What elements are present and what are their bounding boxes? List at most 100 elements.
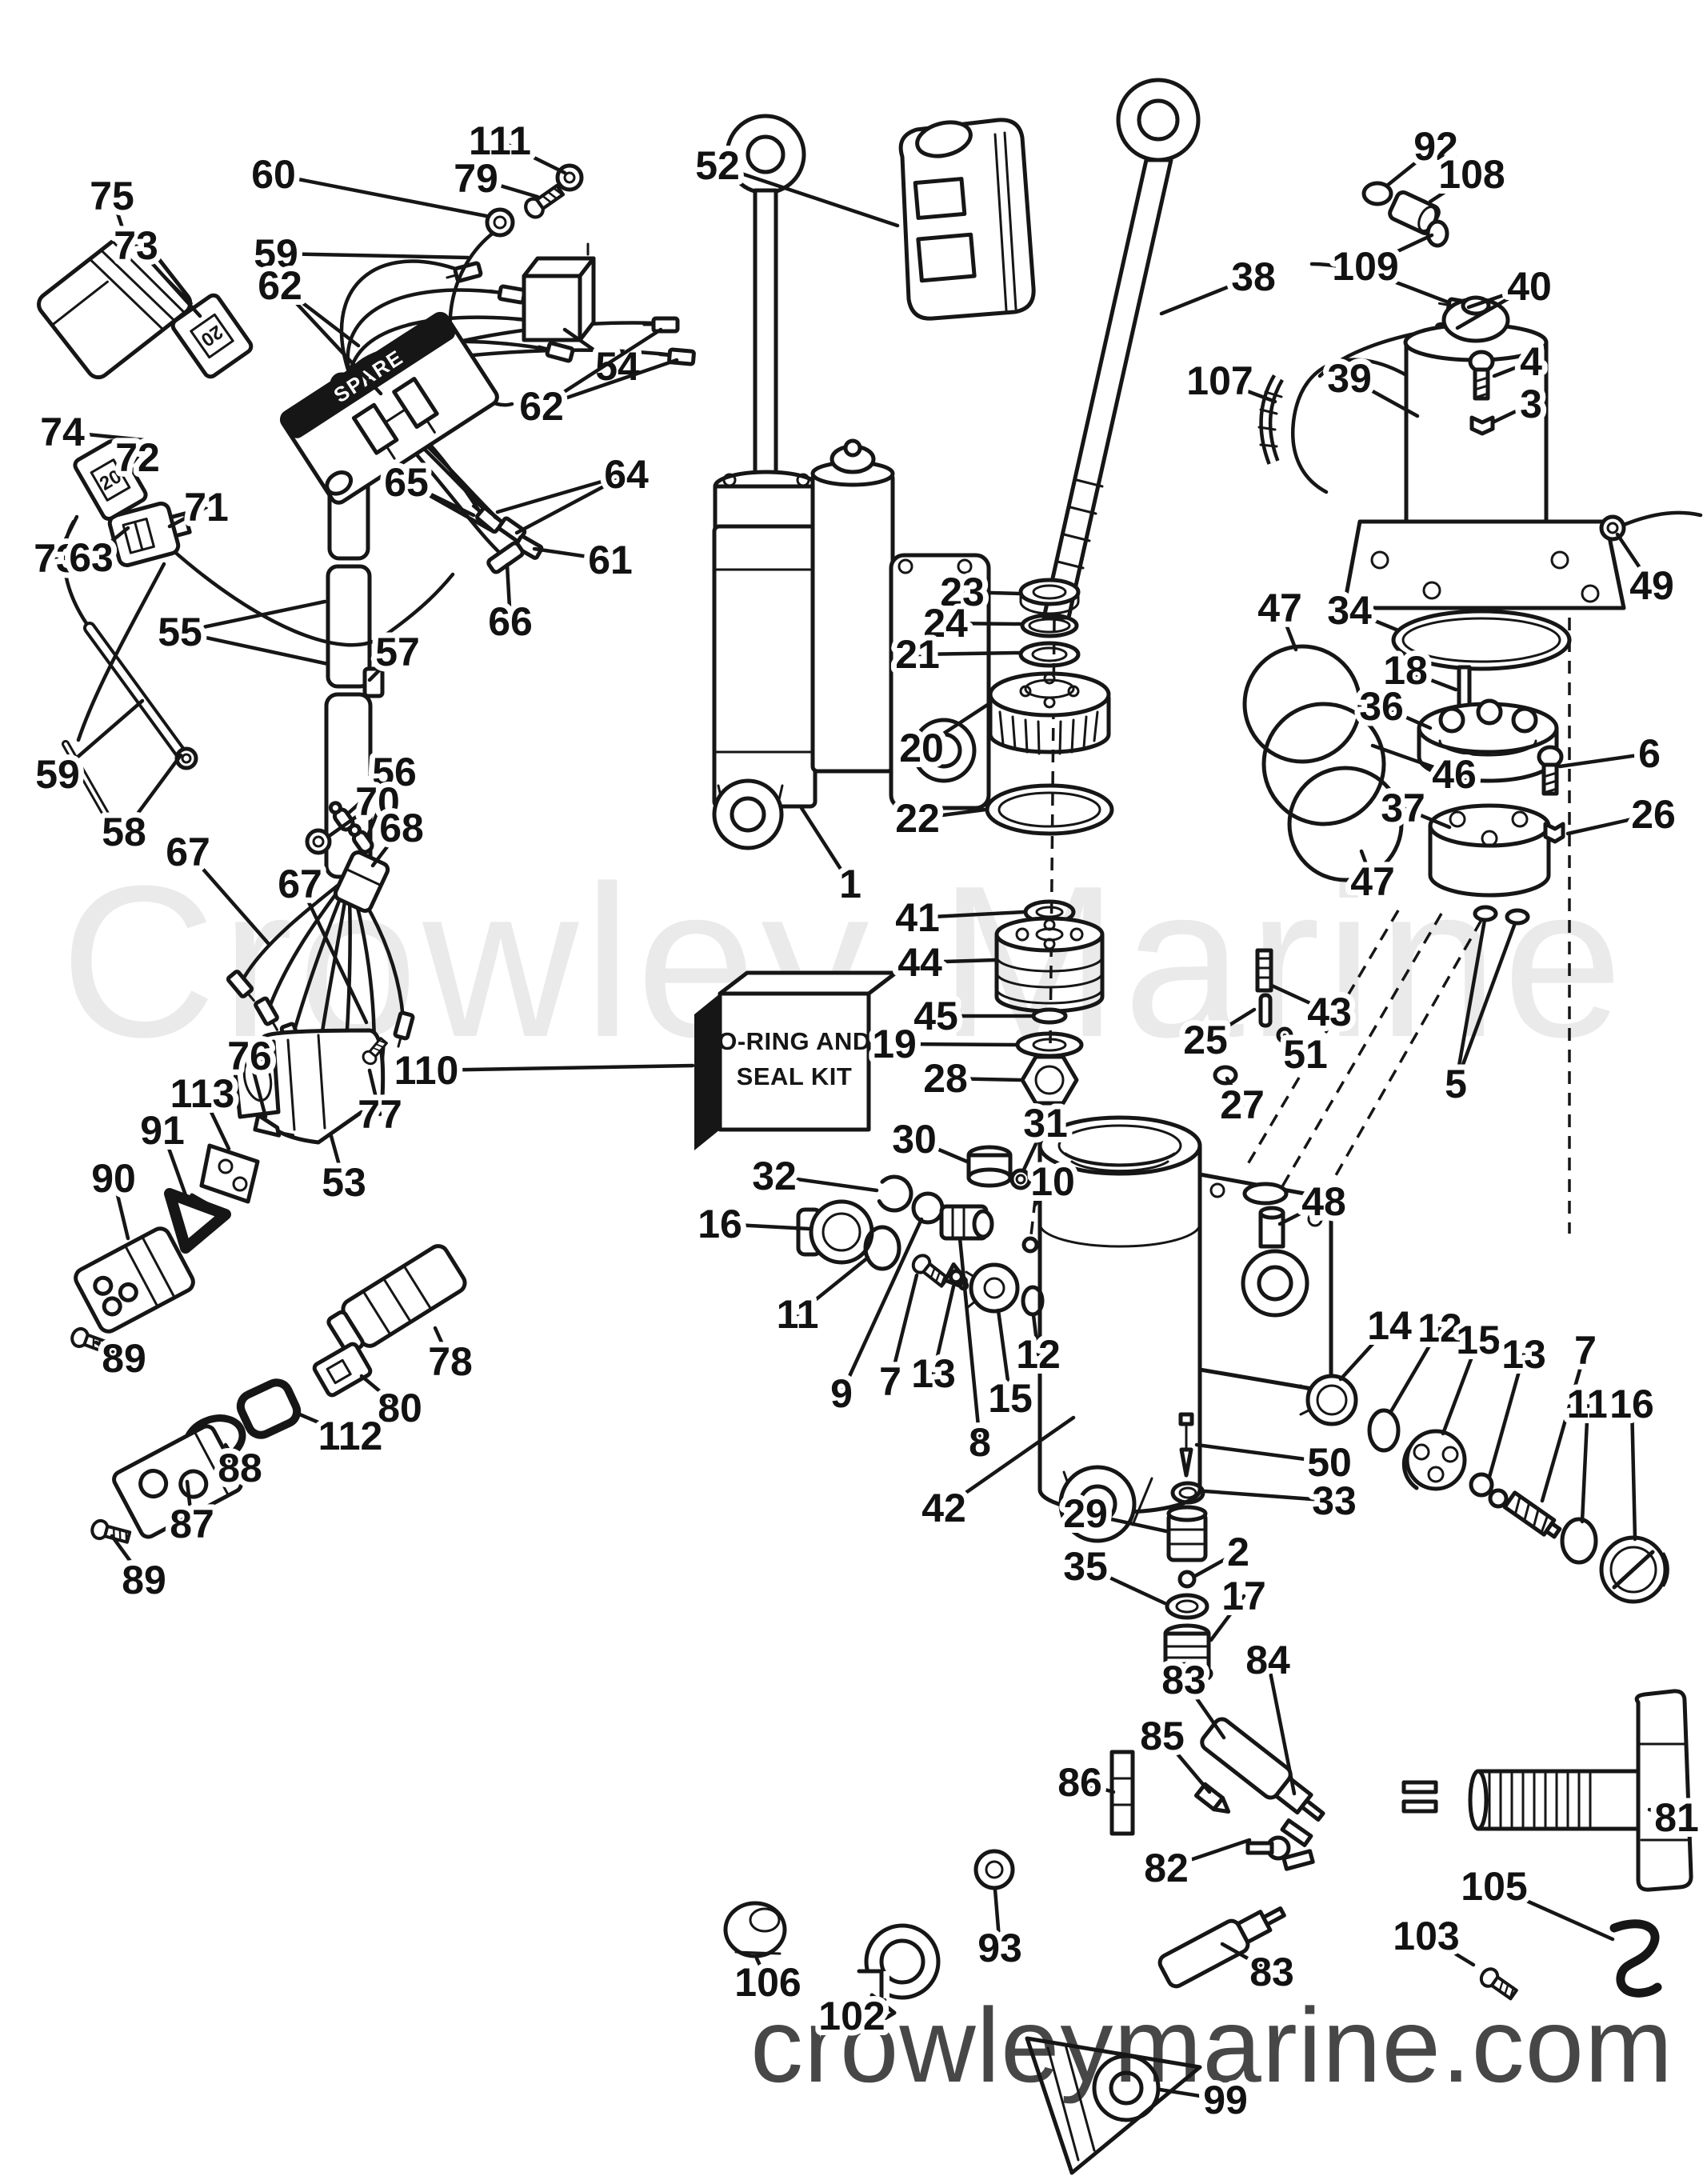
- part-callout-39: 39: [1327, 356, 1372, 401]
- part-callout-19: 19: [872, 1022, 917, 1066]
- part-callout-11: 11: [777, 1292, 819, 1337]
- part-callout-77: 77: [358, 1092, 402, 1137]
- trim-tilt-unit-1: [712, 114, 991, 850]
- part-callout-13: 13: [1501, 1332, 1546, 1377]
- part-callout-112: 112: [318, 1414, 383, 1458]
- callout-leader-7: [1540, 1348, 1588, 1503]
- part-callout-28: 28: [923, 1056, 968, 1101]
- callout-leader-68: [370, 826, 404, 868]
- o-ring-93: [973, 1849, 1015, 1890]
- callout-leader-32: [772, 1174, 879, 1193]
- callout-leader-41: [915, 910, 1026, 920]
- tilt-tube-81: [1401, 1689, 1693, 1892]
- part-callout-89: 89: [122, 1558, 166, 1602]
- callout-leader-25: [1203, 1007, 1257, 1042]
- callout-leader-5: [1453, 918, 1487, 1086]
- part-callout-24: 24: [923, 601, 968, 646]
- connector-71: [107, 502, 192, 567]
- part-callout-62: 62: [519, 384, 564, 429]
- callout-leader-109: [1363, 233, 1434, 269]
- o-ring-11-left: [863, 1225, 901, 1271]
- callout-leader-12: [1388, 1326, 1442, 1415]
- callout-leader-5: [1453, 921, 1517, 1086]
- part-callout-49: 49: [1629, 563, 1674, 608]
- seal-21: [1018, 641, 1081, 668]
- part-callout-2: 2: [1227, 1530, 1249, 1574]
- callout-leader-53: [329, 1134, 346, 1185]
- callout-leader-22: [915, 807, 988, 821]
- callout-leader-52: [715, 163, 900, 228]
- part-callout-1: 1: [839, 862, 861, 906]
- part-callout-26: 26: [1631, 792, 1676, 837]
- nut-26: [1543, 822, 1565, 844]
- anode-wedge-99: [1025, 2036, 1202, 2175]
- callout-leader-51: [1282, 1033, 1308, 1057]
- callout-leader-83: [1220, 1942, 1274, 1974]
- part-callout-46: 46: [1432, 752, 1477, 797]
- callout-leader-26: [1565, 812, 1656, 836]
- snap-ring-32: [875, 1174, 913, 1213]
- part-callout-33: 33: [1312, 1478, 1357, 1523]
- o-ring-24: [1020, 613, 1079, 638]
- part-callout-6: 6: [1638, 731, 1661, 776]
- part-callout-11: 11: [1567, 1382, 1609, 1426]
- part-callout-90: 90: [91, 1156, 136, 1201]
- cap-92: [1361, 181, 1393, 206]
- valve-cup-15-left: [965, 1262, 1020, 1314]
- relay-54: [522, 242, 596, 342]
- part-callout-72: 72: [115, 435, 160, 480]
- callout-leader-4: [1492, 359, 1533, 378]
- part-callout-51: 51: [1283, 1032, 1328, 1077]
- plug-16: [1599, 1535, 1669, 1604]
- callout-leader-62: [278, 283, 383, 396]
- callout-leader-112: [294, 1410, 353, 1438]
- part-callout-17: 17: [1221, 1574, 1266, 1618]
- callout-leader-60: [271, 172, 489, 218]
- part-callout-62: 62: [258, 263, 302, 308]
- callout-leader-74: [60, 430, 146, 442]
- callout-leader-11: [1580, 1402, 1590, 1524]
- seal-23: [1018, 578, 1081, 606]
- callout-leader-40: [1466, 284, 1532, 310]
- callout-leader-59: [55, 698, 145, 777]
- part-callout-64: 64: [604, 452, 649, 497]
- callout-leader-14: [1338, 1323, 1392, 1382]
- part-callout-107: 107: [1186, 358, 1253, 403]
- callout-leader-42: [941, 1415, 1076, 1510]
- part-callout-56: 56: [372, 750, 417, 794]
- part-callout-48: 48: [1301, 1179, 1346, 1224]
- callout-leader-111: [498, 138, 567, 175]
- tilt-rod-38: [1041, 78, 1201, 620]
- part-callout-89: 89: [102, 1336, 146, 1381]
- callout-leader-62: [539, 327, 663, 409]
- callout-leader-70: [326, 799, 380, 839]
- part-callout-44: 44: [897, 940, 942, 985]
- part-callout-10: 10: [1030, 1159, 1075, 1204]
- callout-leader-47: [1277, 606, 1298, 652]
- part-callout-105: 105: [1461, 1864, 1527, 1909]
- check-ball-13: [1488, 1488, 1509, 1509]
- callout-leader-2: [1193, 1550, 1241, 1578]
- kit-box-line2: SEAL KIT: [737, 1062, 853, 1090]
- part-callout-70: 70: [355, 779, 400, 824]
- part-callout-38: 38: [1231, 254, 1276, 299]
- callout-leader-81: [1647, 1807, 1679, 1820]
- callout-leader-102: [850, 1998, 887, 2018]
- washer-5: [1473, 905, 1498, 922]
- callout-leader-66: [505, 562, 513, 624]
- harness-clip-57: [362, 666, 385, 698]
- part-callout-36: 36: [1359, 684, 1404, 729]
- part-callout-52: 52: [695, 143, 740, 188]
- callout-leader-34: [1347, 608, 1401, 633]
- wire-sleeve-66: [486, 541, 525, 574]
- connector-90: [74, 1226, 195, 1334]
- part-callout-7: 7: [879, 1359, 901, 1404]
- callout-leader-39: [1347, 376, 1420, 418]
- callout-leader-33: [1202, 1489, 1337, 1503]
- part-callout-32: 32: [752, 1154, 797, 1198]
- part-callout-102: 102: [818, 1994, 885, 2038]
- check-ball-13: [1469, 1472, 1494, 1498]
- cap-27: [1213, 1065, 1238, 1086]
- y-connector-82: [1245, 1818, 1315, 1871]
